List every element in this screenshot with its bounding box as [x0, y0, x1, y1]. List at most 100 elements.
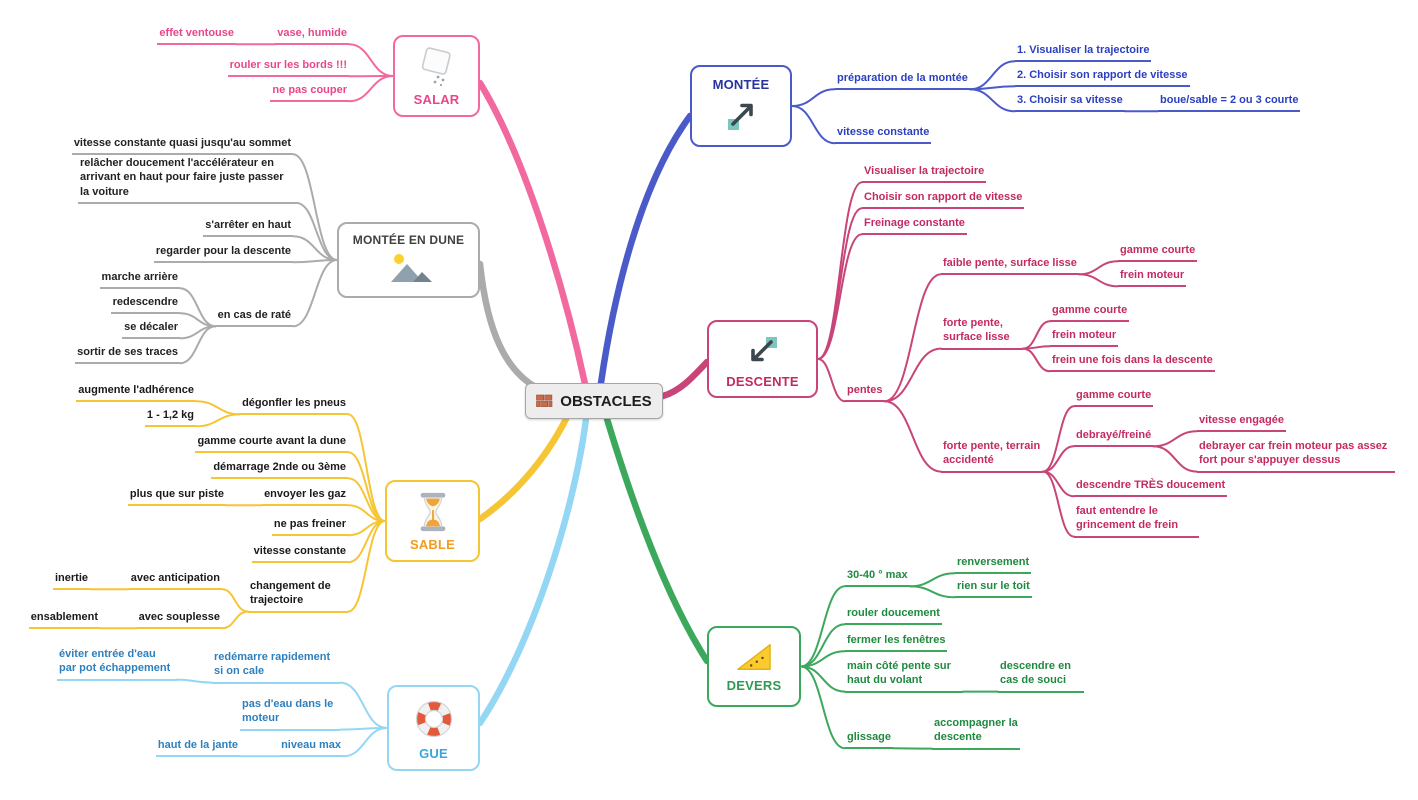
node-se-decaler[interactable]: se décaler: [122, 320, 180, 340]
node-sortir-traces[interactable]: sortir de ses traces: [75, 345, 180, 365]
node-arreter-en-haut[interactable]: s'arrêter en haut: [203, 218, 293, 238]
branch-connector: [1077, 260, 1119, 276]
arrow-down-left-icon: [743, 330, 783, 370]
topic-sable[interactable]: SABLE: [385, 480, 480, 562]
topic-gue[interactable]: GUE: [387, 685, 480, 771]
node-augmente-adherence[interactable]: augmente l'adhérence: [76, 383, 196, 403]
node-en-cas-de-rate[interactable]: en cas de raté: [215, 308, 293, 328]
branch-curve-sable: [476, 415, 570, 523]
node-effet-ventouse[interactable]: effet ventouse: [157, 26, 236, 46]
branch-connector: [221, 588, 249, 613]
node-choisir-vitesse[interactable]: 3. Choisir sa vitesse: [1015, 93, 1125, 113]
node-main-cote-pente[interactable]: main côté pente sur haut du volant: [845, 659, 963, 693]
node-vitesse-constante[interactable]: vitesse constante: [251, 544, 348, 564]
node-freinage-constante[interactable]: Freinage constante: [862, 216, 967, 236]
node-visualiser-trajectoire[interactable]: Visualiser la trajectoire: [862, 164, 987, 184]
topic-devers[interactable]: DEVERS: [707, 626, 801, 707]
node-inertie[interactable]: inertie: [52, 571, 90, 591]
node-glissage[interactable]: glissage: [845, 730, 894, 750]
node-faible-pente-lisse[interactable]: faible pente, surface lisse: [941, 256, 1079, 276]
node-fermer-fenetres[interactable]: fermer les fenêtres: [845, 633, 948, 653]
node-avec-souplesse[interactable]: avec souplesse: [136, 610, 222, 630]
node-relacher-accelerateur[interactable]: relâcher doucement l'accélérateur en arr…: [78, 156, 296, 204]
node-degonfler-pneus[interactable]: dégonfler les pneus: [240, 396, 348, 416]
branch-connector: [791, 105, 836, 145]
node-regarder-descente[interactable]: regarder pour la descente: [153, 244, 293, 264]
node-vitesse-constante[interactable]: vitesse constante: [835, 125, 932, 145]
topic-label-salar: SALAR: [413, 91, 460, 107]
node-gamme-courte-dune[interactable]: gamme courte avant la dune: [195, 434, 348, 454]
node-eviter-entree-eau[interactable]: éviter entrée d'eau par pot échappement: [57, 647, 177, 681]
node-30-40-max[interactable]: 30-40 ° max: [845, 568, 910, 588]
node-rouler-doucement[interactable]: rouler doucement: [845, 606, 942, 626]
node-changement-trajectoire[interactable]: changement de trajectoire: [248, 579, 348, 613]
central-topic-label: OBSTACLES: [560, 392, 652, 410]
node-debrayer-car-frein[interactable]: debrayer car frein moteur pas assez fort…: [1197, 439, 1395, 473]
node-gamme-courte[interactable]: gamme courte: [1050, 303, 1130, 323]
central-topic[interactable]: OBSTACLES: [525, 383, 663, 419]
node-avec-anticipation[interactable]: avec anticipation: [128, 571, 222, 591]
node-vitesse-engagee[interactable]: vitesse engagée: [1197, 413, 1286, 433]
node-debraye-freine[interactable]: debrayé/freiné: [1074, 428, 1154, 448]
node-frein-dans-descente[interactable]: frein une fois dans la descente: [1050, 353, 1215, 373]
topic-montee[interactable]: MONTÉE: [690, 65, 792, 147]
node-gamme-courte[interactable]: gamme courte: [1074, 388, 1154, 408]
node-choisir-rapport[interactable]: Choisir son rapport de vitesse: [862, 190, 1025, 210]
node-rien-sur-toit[interactable]: rien sur le toit: [955, 579, 1032, 599]
node-frein-moteur[interactable]: frein moteur: [1050, 328, 1119, 348]
node-pas-eau-moteur[interactable]: pas d'eau dans le moteur: [240, 697, 340, 731]
branch-connector: [179, 325, 217, 365]
branch-connector: [1152, 430, 1198, 448]
branch-connector: [348, 75, 394, 103]
branch-connector: [1152, 445, 1198, 473]
node-demarrage[interactable]: démarrage 2nde ou 3ème: [211, 460, 348, 480]
node-vase-humide[interactable]: vase, humide: [275, 26, 349, 46]
node-niveau-max[interactable]: niveau max: [279, 738, 343, 758]
set-square-icon: [733, 640, 775, 674]
branch-connector: [1022, 320, 1051, 350]
branch-connector: [817, 233, 863, 360]
node-accompagner-descente[interactable]: accompagner la descente: [932, 716, 1020, 750]
node-frein-moteur[interactable]: frein moteur: [1118, 268, 1187, 288]
node-redescendre[interactable]: redescendre: [110, 295, 180, 315]
node-ne-pas-couper[interactable]: ne pas couper: [270, 83, 349, 103]
branch-connector: [292, 259, 338, 328]
node-forte-pente-lisse[interactable]: forte pente, surface lisse: [941, 316, 1023, 350]
node-descendre-si-souci[interactable]: descendre en cas de souci: [998, 659, 1084, 693]
topic-label-descente: DESCENTE: [726, 373, 799, 389]
node-vitesse-sommet[interactable]: vitesse constante quasi jusqu'au sommet: [71, 136, 293, 156]
node-forte-pente-accidente[interactable]: forte pente, terrain accidenté: [941, 439, 1043, 473]
branch-connector: [908, 572, 956, 588]
node-gamme-courte[interactable]: gamme courte: [1118, 243, 1198, 263]
node-envoyer-gaz[interactable]: envoyer les gaz: [262, 487, 348, 507]
salt-shaker-icon: [414, 46, 460, 88]
node-grincement-frein[interactable]: faut entendre le grincement de frein: [1074, 504, 1199, 538]
topic-descente[interactable]: DESCENTE: [707, 320, 818, 398]
node-pression-kg[interactable]: 1 - 1,2 kg: [144, 408, 196, 428]
node-visualiser-trajectoire[interactable]: 1. Visualiser la trajectoire: [1015, 43, 1152, 63]
node-rouler-bords[interactable]: rouler sur les bords !!!: [227, 58, 349, 78]
node-choisir-rapport[interactable]: 2. Choisir son rapport de vitesse: [1015, 68, 1190, 88]
branch-connector: [883, 400, 942, 473]
branch-connector: [1042, 445, 1075, 473]
node-pentes[interactable]: pentes: [845, 383, 885, 403]
node-preparation-montee[interactable]: préparation de la montée: [835, 71, 970, 91]
branch-connector: [347, 520, 386, 613]
node-boue-sable[interactable]: boue/sable = 2 ou 3 courte: [1158, 93, 1301, 113]
branch-connector: [800, 585, 846, 668]
node-plus-que-piste[interactable]: plus que sur piste: [127, 487, 226, 507]
node-marche-arriere[interactable]: marche arrière: [99, 270, 180, 290]
topic-label-dune: MONTÉE EN DUNE: [352, 233, 465, 247]
topic-label-devers: DEVERS: [726, 678, 782, 693]
node-renversement[interactable]: renversement: [955, 555, 1032, 575]
node-ensablement[interactable]: ensablement: [28, 610, 100, 630]
node-descendre-tres-doucement[interactable]: descendre TRÈS doucement: [1074, 478, 1228, 498]
node-redemarre-si-cale[interactable]: redémarre rapidement si on cale: [212, 650, 340, 684]
topic-montee-en-dune[interactable]: MONTÉE EN DUNE: [337, 222, 480, 298]
topic-salar[interactable]: SALAR: [393, 35, 480, 117]
topic-label-sable: SABLE: [409, 536, 456, 552]
node-haut-de-jante[interactable]: haut de la jante: [155, 738, 240, 758]
node-ne-pas-freiner[interactable]: ne pas freiner: [271, 517, 348, 537]
